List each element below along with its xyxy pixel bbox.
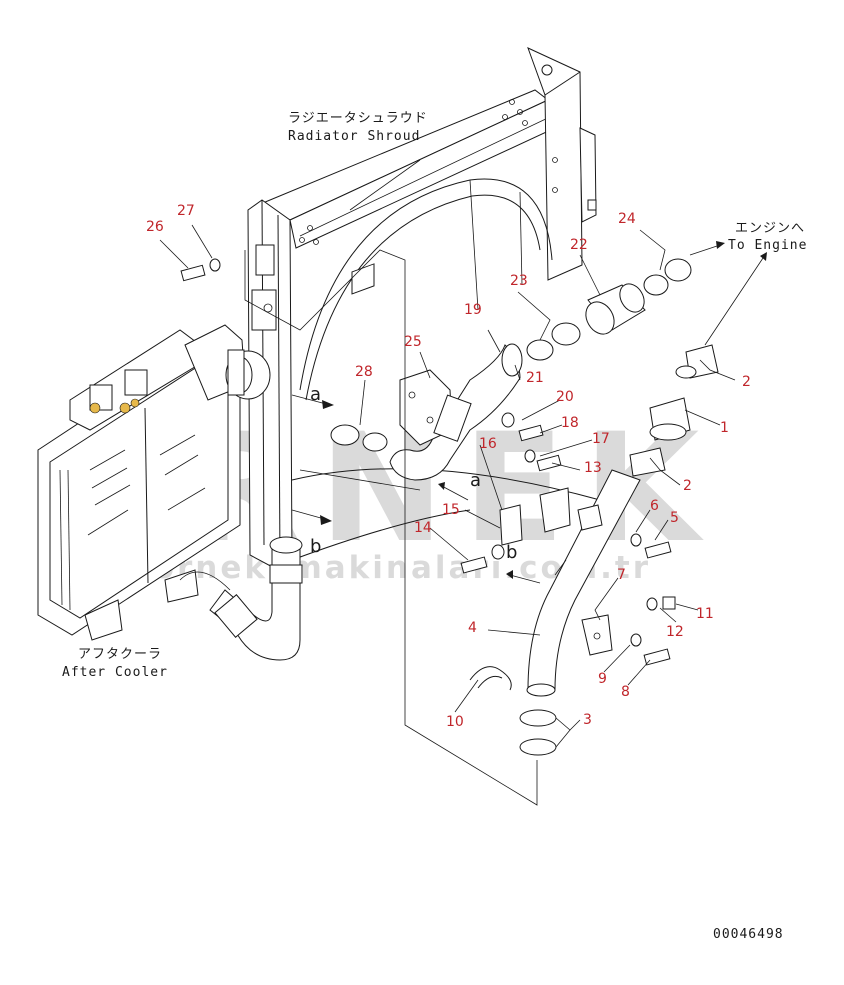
- clamps-24: [643, 258, 692, 296]
- leader-lines: [159, 159, 767, 806]
- callout-25: 25: [404, 334, 422, 350]
- shroud-label-jp: ラジエータシュラウド: [288, 111, 428, 126]
- callout-12: 12: [666, 624, 684, 640]
- callout-15: 15: [442, 502, 460, 518]
- bolts-and-washers: [180, 258, 676, 666]
- callout-16: 16: [479, 436, 497, 452]
- callout-28: 28: [355, 364, 373, 380]
- callout-18: 18: [561, 415, 579, 431]
- after-cooler-label-en: After Cooler: [62, 665, 168, 680]
- ref-mark-b-right: b: [506, 542, 517, 563]
- callout-23: 23: [510, 273, 528, 289]
- after-cooler-label-jp: アフタクーラ: [78, 647, 162, 662]
- u-bolt-10: [469, 666, 512, 691]
- callout-14: 14: [414, 520, 432, 536]
- hose-22: [585, 283, 646, 335]
- callout-5: 5: [670, 510, 679, 526]
- clamp-28: [330, 263, 388, 452]
- callout-1: 1: [720, 420, 729, 436]
- callout-24: 24: [618, 211, 636, 227]
- callout-2-lower: 2: [683, 478, 692, 494]
- callout-10: 10: [446, 714, 464, 730]
- callout-8: 8: [621, 684, 630, 700]
- doc-number: 00046498: [713, 927, 784, 942]
- callout-11: 11: [696, 606, 714, 622]
- ref-mark-a-lower: a: [470, 470, 481, 491]
- bracket-25: [399, 369, 472, 446]
- callout-4: 4: [468, 620, 477, 636]
- callout-13: 13: [584, 460, 602, 476]
- callout-19: 19: [464, 302, 482, 318]
- callout-6: 6: [650, 498, 659, 514]
- engine-label-jp: エンジンへ: [735, 221, 805, 236]
- radiator-shroud: [247, 47, 601, 571]
- pipe-4: [526, 469, 641, 697]
- callout-26: 26: [146, 219, 164, 235]
- brackets-15-16: [499, 487, 571, 546]
- after-cooler: [37, 324, 271, 641]
- callout-17: 17: [592, 431, 610, 447]
- lower-elbow-hose: [179, 536, 303, 661]
- callout-2-upper: 2: [742, 374, 751, 390]
- callout-20: 20: [556, 389, 574, 405]
- clamps-21-23: [526, 322, 581, 361]
- shroud-label-en: Radiator Shroud: [288, 129, 420, 144]
- ref-mark-b-left: b: [310, 536, 321, 557]
- callout-3: 3: [583, 712, 592, 728]
- callout-7: 7: [617, 567, 626, 583]
- engine-label-en: To Engine: [728, 238, 807, 253]
- callout-27: 27: [177, 203, 195, 219]
- callout-21: 21: [526, 370, 544, 386]
- callout-9: 9: [598, 671, 607, 687]
- clamps-3: [519, 709, 557, 756]
- ref-mark-a-upper: a: [310, 384, 321, 405]
- callout-22: 22: [570, 237, 588, 253]
